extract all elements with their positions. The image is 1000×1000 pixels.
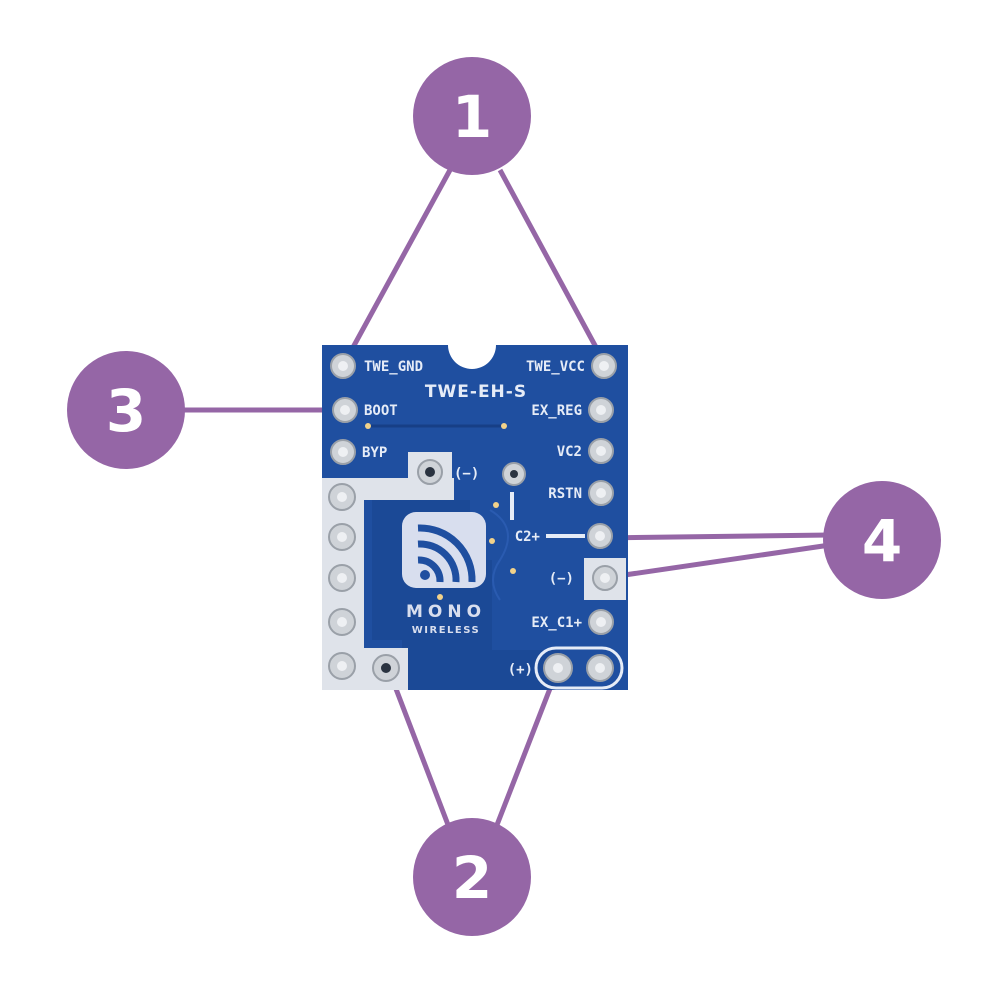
logo-wireless-text: WIRELESS [412, 625, 480, 636]
label-boot: BOOT [364, 403, 398, 419]
pin-left-8 [328, 652, 356, 680]
label-twe-vcc: TWE_VCC [526, 359, 585, 375]
pin-plus-2 [586, 654, 614, 682]
pin-left-4 [328, 483, 356, 511]
callout-4: 4 [823, 481, 941, 599]
via [437, 594, 443, 600]
pin-twe-gnd [330, 353, 356, 379]
label-byp: BYP [362, 445, 387, 461]
callout-3: 3 [67, 351, 185, 469]
label-plus: (+) [508, 662, 533, 678]
pin-rstn [588, 480, 614, 506]
silkscreen-labels: TWE_GND TWE_VCC TWE-EH-S BOOT EX_REG BYP… [362, 359, 585, 678]
leader-2-left [385, 667, 453, 831]
pin-vc2 [588, 438, 614, 464]
label-c2plus: C2+ [515, 529, 540, 545]
leader-4-lower [603, 542, 831, 581]
via [501, 423, 507, 429]
pin-gnd-bottom [372, 654, 400, 682]
callout-1: 1 [413, 57, 531, 175]
pin-minus-top [417, 459, 443, 485]
via [493, 502, 499, 508]
pin-byp [330, 439, 356, 465]
leader-lines [170, 168, 831, 831]
label-pad-minus: (−) [454, 466, 479, 482]
pin-boot [332, 397, 358, 423]
callout-2: 2 [413, 818, 531, 936]
pin-ex-c1plus [588, 609, 614, 635]
pins [328, 353, 618, 683]
board-title: TWE-EH-S [425, 382, 527, 402]
leader-4-upper [599, 532, 831, 541]
label-twe-gnd: TWE_GND [364, 359, 423, 375]
via [489, 538, 495, 544]
pin-ex-reg [588, 397, 614, 423]
callout-2-number: 2 [452, 844, 492, 912]
pin-twe-vcc [591, 353, 617, 379]
label-minus-right: (−) [549, 571, 574, 587]
pin-minus-right [592, 565, 618, 591]
plus-pad-outline [534, 646, 624, 690]
label-rstn: RSTN [548, 486, 582, 502]
wireless-signal-icon [402, 512, 486, 588]
pin-left-6 [328, 564, 356, 592]
logo-mono-text: MONO [406, 602, 486, 622]
via [510, 568, 516, 574]
via [365, 423, 371, 429]
mono-wireless-logo: MONO WIRELESS [402, 512, 486, 636]
pin-left-5 [328, 523, 356, 551]
pin-minus-mid [502, 462, 526, 486]
label-ex-reg: EX_REG [531, 403, 582, 419]
leader-1-right [497, 168, 607, 364]
label-vc2: VC2 [557, 444, 582, 460]
callout-3-number: 3 [106, 377, 146, 445]
callouts: 1 2 3 4 [67, 57, 941, 936]
leader-1-left [342, 168, 453, 364]
callout-1-number: 1 [452, 83, 492, 151]
pin-plus-1 [543, 653, 573, 683]
pin-left-7 [328, 608, 356, 636]
callout-4-number: 4 [862, 507, 902, 575]
pin-c2plus [587, 523, 613, 549]
label-ex-c1plus: EX_C1+ [531, 615, 582, 631]
trace-pour-edge [489, 509, 509, 601]
leader-2-right [492, 667, 561, 831]
